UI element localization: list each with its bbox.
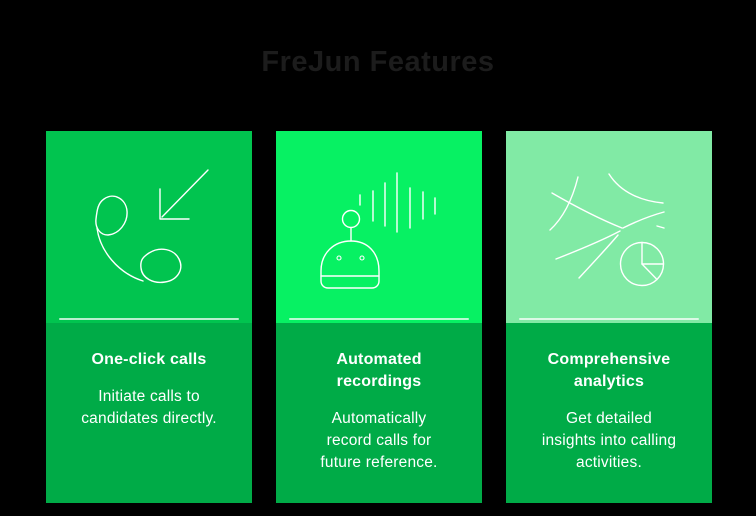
phone-incoming-icon — [95, 169, 209, 284]
card-description: Initiate calls to candidates directly. — [81, 388, 217, 427]
card-divider — [289, 318, 469, 320]
card-description: Automatically record calls for future re… — [320, 410, 438, 471]
feature-card-one-click-calls: One-click calls Initiate calls to candid… — [46, 131, 252, 503]
feature-card-automated-recordings: Automated recordings Automatically recor… — [276, 131, 482, 503]
card-description: Get detailed insights into calling activ… — [541, 410, 677, 471]
card-text-area: One-click calls Initiate calls to candid… — [46, 323, 252, 503]
feature-cards: One-click calls Initiate calls to candid… — [46, 131, 712, 503]
feature-card-comprehensive-analytics: Comprehensive analytics Get detailed ins… — [506, 131, 712, 503]
card-divider — [519, 318, 699, 320]
card-heading: One-click calls — [91, 351, 207, 368]
card-icon-area — [506, 131, 712, 323]
card-heading: Automated recordings — [336, 351, 422, 390]
card-icon-area — [46, 131, 252, 323]
card-heading: Comprehensive analytics — [547, 351, 671, 390]
card-text-area: Automated recordings Automatically recor… — [276, 323, 482, 503]
card-divider — [59, 318, 239, 320]
section-title: FreJun Features — [261, 46, 495, 78]
robot-recording-icon — [320, 172, 436, 289]
card-icon-area — [276, 131, 482, 323]
card-text-area: Comprehensive analytics Get detailed ins… — [506, 323, 712, 503]
analytics-pie-icon — [549, 173, 665, 287]
